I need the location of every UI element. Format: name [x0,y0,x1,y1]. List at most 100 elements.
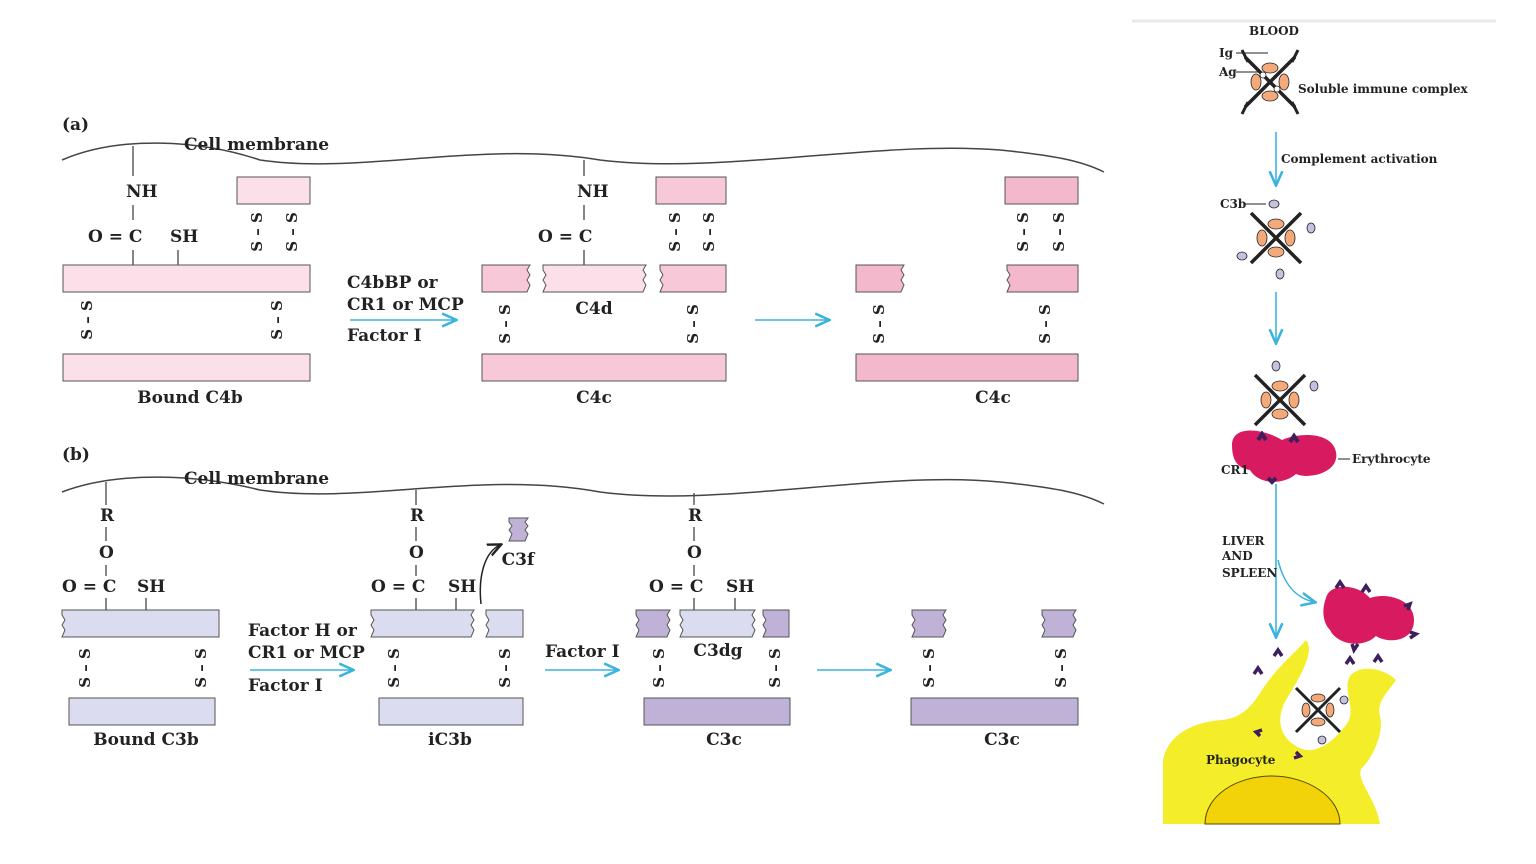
bound-c3b: R O O = C SH S – S S – S Bound C3b [61,482,220,750]
disulfide-bond: S – S [192,648,210,688]
sh-label: SH [170,227,198,247]
cr1-receptor-icon [1256,430,1300,485]
disulfide-bond: S – S [766,648,784,688]
oc-label: O = C [88,227,142,247]
c4c-top-block [655,176,727,205]
disulfide-bond: S – S [496,304,514,344]
c3c-right-fragment [762,609,790,638]
freed-erythrocyte-icon [1323,586,1414,644]
c4c-released: S – S S – S S – S S – S C4c [855,176,1079,408]
cell-membrane-label-b: Cell membrane [184,469,329,489]
blood-label: BLOOD [1249,24,1299,38]
ic3b-beta-chain [378,697,524,726]
c3c-beta-chain [910,697,1079,726]
phagocyte-label: Phagocyte [1206,753,1276,767]
c3c-label-1: C3c [706,730,742,750]
ic3b-right-fragment [485,609,524,638]
nh-label: NH [577,182,609,202]
immune-complex-clearance-panel: BLOOD Ig Ag Soluble immune complex Compl… [1132,19,1496,825]
c3c-left-fragment [911,609,947,638]
disulfide-bond: S – S [666,212,684,252]
bound-c3b-label: Bound C3b [93,730,199,750]
ic3b-label: iC3b [428,730,472,750]
c3b-beta-chain [68,697,216,726]
c4c-label-2: C4c [975,388,1011,408]
r-label: R [688,506,703,526]
c4d-label: C4d [575,299,612,319]
c4c-right-fragment [659,264,727,293]
erythrocyte-label: Erythrocyte [1352,452,1431,466]
c3c-released: S – S S – S C3c [910,609,1079,750]
liver-label-3: SPLEEN [1222,566,1277,580]
factor-i-label: Factor I [545,642,620,662]
erythrocyte-release-arrow [1277,559,1314,602]
liver-label-1: LIVER [1222,534,1266,548]
c3dg-fragment [679,609,756,638]
disulfide-bond: S – S [1036,304,1054,344]
c3dg-stage: R O O = C SH C3dg S – S S – S C3c [635,493,791,750]
r-label: R [410,506,425,526]
panel-b-label: (b) [62,445,90,465]
c4b-top-block [236,176,311,205]
disulfide-bond: S – S [684,304,702,344]
oc-label: O = C [62,577,116,597]
cr1-receptor-icon [1252,646,1384,760]
enzyme-line-1: C4bBP or [347,273,439,293]
c4d-fragment [542,264,647,293]
c3c-label-2: C3c [984,730,1020,750]
c4c-right-fragment [1006,264,1079,293]
cell-membrane-b [61,476,1105,505]
disulfide-bond: S – S [78,300,96,340]
phagocyte-shape [1163,640,1396,824]
disulfide-bond: S – S [920,648,938,688]
cell-membrane-a [61,142,1105,173]
c4c-left-fragment [481,264,531,293]
c4-cleaved: NH O = C S – S S – S C4d S – S S – S C4c [481,160,727,408]
disulfide-bond: S – S [870,304,888,344]
c4c-top-block [1004,176,1079,205]
enzyme-line-2: CR1 or MCP [248,643,365,663]
c4b-beta-chain [62,353,311,382]
c3f-release-arrow [479,545,500,605]
panel-a-label: (a) [62,115,89,135]
nh-label: NH [126,182,158,202]
panel-a: (a) Cell membrane NH O = C SH S – S S – … [61,115,1105,408]
disulfide-bond: S – S [385,648,403,688]
c3c-right-fragment [1041,609,1077,638]
engulfed-complex-icon [1294,686,1349,745]
c3f-fragment [508,517,529,542]
disulfide-bond: S – S [1052,648,1070,688]
cell-membrane-label-a: Cell membrane [184,135,329,155]
liver-label-2: AND [1221,549,1253,563]
disulfide-bond: S – S [283,212,301,252]
sh-label: SH [448,577,476,597]
c4c-left-fragment [855,264,905,293]
ic3b-alpha-fragment [370,609,475,638]
o-label: O [99,543,114,563]
c3b-coated-complex-icon [1236,199,1316,280]
c4c-label-1: C4c [576,388,612,408]
oc-label: O = C [649,577,703,597]
panel-b: (b) Cell membrane R O O = C SH S – S S –… [61,445,1105,750]
phagocyte-nucleus [1204,775,1341,825]
bound-c4b: NH O = C SH S – S S – S S – S S – S Boun… [62,146,311,408]
c3c-left-fragment [635,609,671,638]
ag-label: Ag [1218,65,1237,79]
enzyme-line-2: CR1 or MCP [347,295,464,315]
c3b-label: C3b [1220,197,1246,211]
enzyme-line-3: Factor I [347,326,422,346]
r-label: R [100,506,115,526]
c4c-beta-chain [481,353,727,382]
enzyme-line-3: Factor I [248,676,323,696]
cr1-label: CR1 [1221,463,1249,477]
complement-activation-label: Complement activation [1281,152,1438,166]
ig-label: Ig [1219,46,1234,60]
bound-c4b-label: Bound C4b [137,388,243,408]
complex-on-erythrocyte-icon [1253,360,1319,427]
sh-label: SH [726,577,754,597]
soluble-complex-label: Soluble immune complex [1298,82,1469,96]
disulfide-bond: S – S [496,648,514,688]
disulfide-bond: S – S [248,212,266,252]
c3b-alpha-chain [61,609,220,638]
